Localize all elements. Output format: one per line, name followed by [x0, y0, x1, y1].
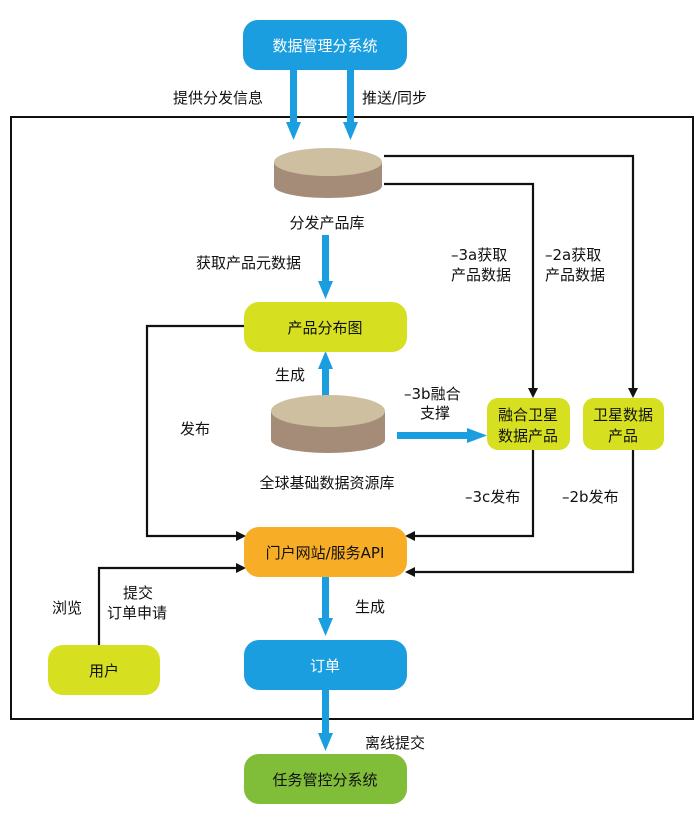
node-task-control-label: 任务管控分系统: [272, 771, 377, 789]
edge-label-2a-line1: –2a获取: [545, 246, 601, 264]
edge-2a-get-line: [384, 154, 638, 398]
edge-push-sync-arrow: [343, 70, 358, 140]
node-global-base-data-db-label: 全球基础数据资源库: [259, 474, 394, 492]
node-user-label: 用户: [89, 662, 119, 680]
node-portal-label: 门户网站/服务API: [266, 544, 385, 562]
edge-label-submit-line1: 提交: [123, 584, 153, 602]
edge-3a-get-line: [384, 182, 538, 398]
node-global-base-data-db: [271, 395, 385, 453]
node-data-management-subsystem: 数据管理分系统: [243, 20, 407, 70]
edge-label-browse: 浏览: [52, 599, 82, 617]
edge-label-3a-line1: –3a获取: [451, 246, 507, 264]
node-task-control-subsystem: 任务管控分系统: [244, 754, 407, 804]
edge-get-meta-arrow: [318, 235, 333, 299]
node-satellite-product-label-line2: 产品: [608, 427, 638, 445]
edge-label-push-sync: 推送/同步: [362, 89, 427, 107]
node-data-management-label: 数据管理分系统: [272, 37, 377, 55]
edge-provide-info-arrow: [286, 70, 301, 140]
edge-label-generate-map: 生成: [275, 366, 305, 384]
edge-publish-line: [145, 324, 247, 541]
node-satellite-product-label-line1: 卫星数据: [593, 406, 653, 424]
edge-label-publish: 发布: [180, 420, 210, 438]
node-portal-service-api: 门户网站/服务API: [244, 527, 407, 577]
node-fusion-product-label-line1: 融合卫星: [498, 406, 558, 424]
node-user: 用户: [48, 645, 160, 695]
node-product-map-label: 产品分布图: [287, 319, 362, 337]
edge-label-get-meta: 获取产品元数据: [196, 254, 301, 272]
edge-label-submit-line2: 订单申请: [107, 604, 167, 622]
node-order: 订单: [244, 640, 407, 690]
node-fusion-product-label-line2: 数据产品: [498, 427, 558, 445]
edge-2b-publish-line: [405, 448, 635, 577]
edge-label-3a-line2: 产品数据: [451, 266, 511, 284]
edge-offline-submit-arrow: [318, 690, 333, 751]
edge-generate-map-arrow: [318, 351, 333, 403]
edge-label-2b-publish: –2b发布: [562, 488, 619, 506]
node-satellite-data-product: 卫星数据 产品: [583, 398, 664, 450]
edge-submit-line: [97, 563, 246, 645]
edge-label-2a-line2: 产品数据: [545, 266, 605, 284]
edge-3b-support-arrow: [397, 428, 487, 443]
node-fusion-satellite-product: 融合卫星 数据产品: [487, 398, 570, 450]
edge-label-generate-order: 生成: [355, 598, 385, 616]
edge-label-provide-info: 提供分发信息: [173, 89, 263, 107]
edge-label-3b-line1: –3b融合: [404, 385, 461, 403]
edge-3c-publish-line: [405, 448, 535, 541]
edge-generate-order-arrow: [318, 576, 333, 636]
node-product-distribution-map: 产品分布图: [244, 302, 407, 352]
node-order-label: 订单: [310, 657, 340, 675]
edge-label-offline-submit: 离线提交: [365, 734, 425, 752]
node-distribution-product-db-label: 分发产品库: [289, 214, 364, 232]
edge-label-3c-publish: –3c发布: [465, 488, 520, 506]
node-distribution-product-db: [274, 148, 382, 198]
edge-label-3b-line2: 支撑: [420, 404, 450, 422]
